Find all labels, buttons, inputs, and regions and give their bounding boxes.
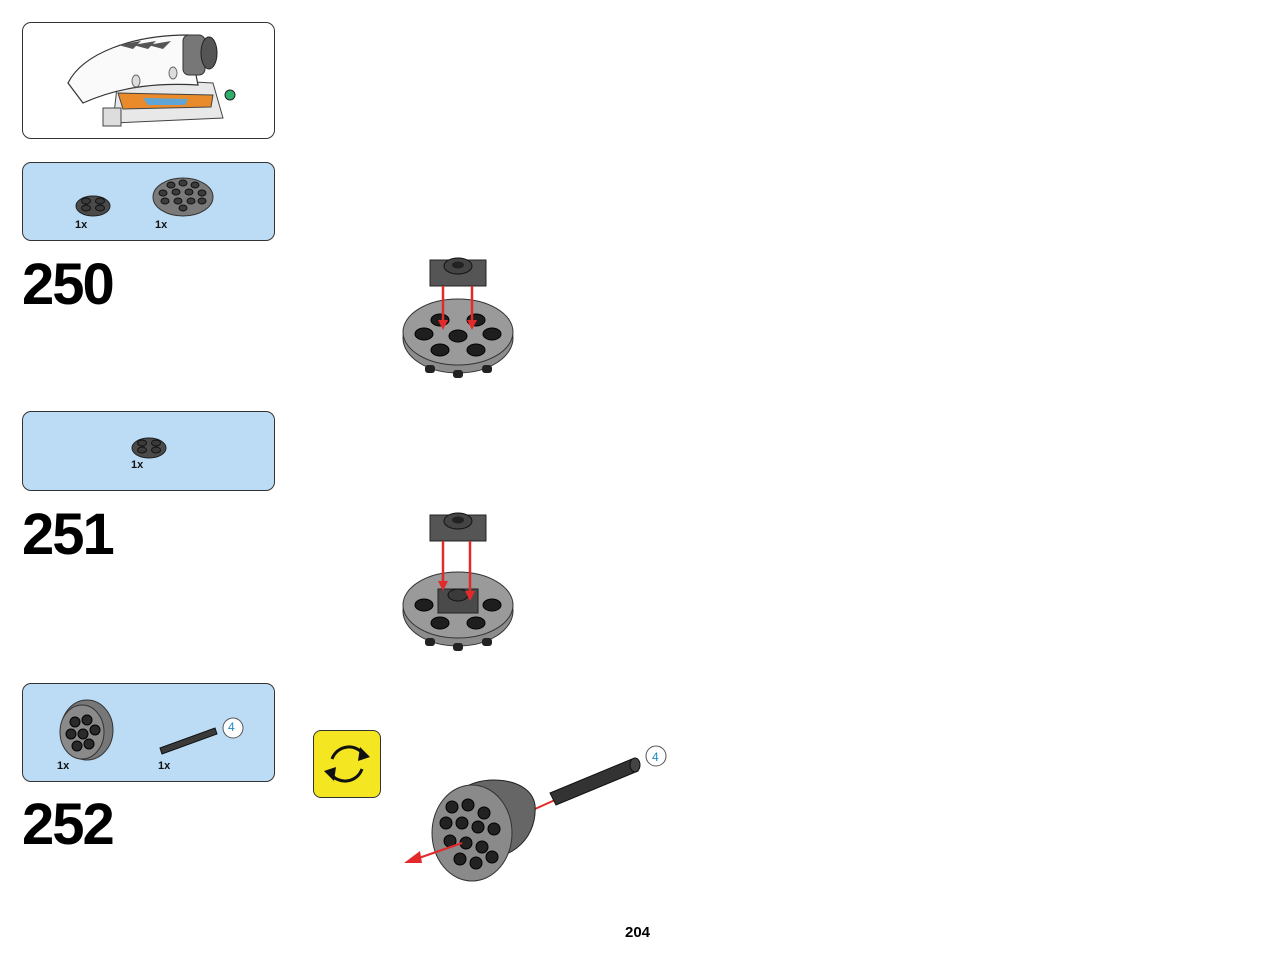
part-quantity: 1x [131,459,144,471]
step-252-diagram [404,745,667,882]
parts-list-step-252: 1x 4 1x [22,683,275,782]
step-number: 251 [22,502,115,567]
axle-icon [159,727,218,755]
step-250-diagram [402,257,514,378]
round-plate-2x2-icon [75,195,111,217]
part-quantity: 1x [57,760,70,772]
spaceship-assembly-image [67,34,236,127]
part-quantity: 1x [75,219,88,231]
axle-length-callout-label: 4 [652,750,659,764]
round-plate-4x4-icon [152,177,214,217]
parts-list-step-251: 1x [22,411,275,491]
step-251-diagram [402,512,514,651]
step-number: 252 [22,792,115,857]
assembly-preview-box [22,22,275,139]
part-quantity: 1x [155,219,168,231]
rotate-model-callout [313,730,381,798]
page-number: 204 [625,924,651,941]
step-number: 250 [22,252,115,317]
part-quantity: 1x [158,760,171,772]
round-tile-icon [59,699,114,761]
axle-length-badge-icon [222,717,244,739]
axle-length-label: 4 [228,720,235,734]
parts-list-step-250: 1x 1x [22,162,275,241]
rotate-model-icon [324,745,370,783]
round-plate-2x2-icon [131,437,167,459]
